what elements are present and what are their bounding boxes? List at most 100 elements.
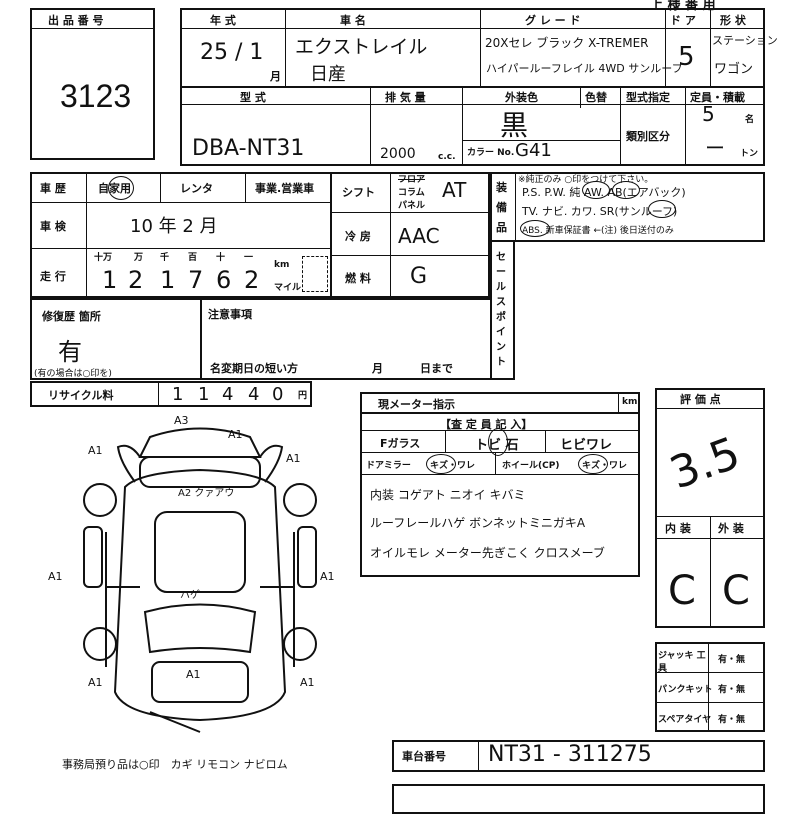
color-value: 黒 [500,109,529,142]
mileage-digit-label-1: 万 [134,253,144,263]
tool-label-spare: スペアタイヤ [658,715,712,725]
chassis-box [392,740,765,772]
equipment-label: 装 備 品 [496,181,507,234]
exterior-grade: C [722,568,750,614]
shift-opt-panel: パネル [398,201,426,211]
displacement-unit: c.c. [438,152,456,162]
body-type-label: 形 状 [720,14,746,27]
equipment-row-3: ABS. 新車保証書 ←(注) 後日送付のみ [522,226,674,236]
diagram-mark-7: ハゲ [180,590,200,601]
notes-label: 注意事項 [208,308,252,321]
meter-label: 現メーター指示 [378,398,455,411]
sales-point-label: セールスポイント [496,252,506,368]
capacity-label: 定員・積載 [690,91,745,104]
diagram-mark-6: A1 [320,570,335,583]
diagram-mark-9: A1 [300,676,315,689]
diagram-mark-2: A1 [286,452,301,465]
equipment-note: ※純正のみ ○印をつけて下さい。 [518,175,654,185]
mileage-digit-label-2: 千 [160,253,170,263]
body-type-value-1: ステーション [712,34,778,47]
model-value: エクストレイル [295,36,428,58]
glass-label: Fガラス [380,437,421,450]
equipment-row-2: TV. ナビ. カワ. SR(サンルーフ) [522,205,678,218]
diagram-mark-8: A1 [88,676,103,689]
repair-label: 修復歴 箇所 [42,310,101,323]
ac-value: AAC [398,224,440,248]
shift-value: AT [442,178,467,202]
doors-value: 5 [678,42,695,72]
year-value: 25 / 1 [200,40,264,65]
mileage-label: 走 行 [40,270,66,283]
name-change-day: 日まで [420,362,453,375]
recycle-box [30,381,312,407]
history-selected-mark [108,176,134,200]
inspector-line-1: 内装 コゲアト ニオイ キバミ [370,488,526,502]
designation-label: 型式指定 [626,91,670,104]
car-diagram [83,427,317,733]
body-type-value-2: ワゴン [714,62,754,77]
tool-value-puncture: 有・無 [718,685,746,695]
grade-value-2: ハイパールーフレイル 4WD サンルーフ [486,62,683,75]
model-label: 車 名 [340,14,366,27]
mileage-digit-0: 1 [102,266,118,294]
history-label: 車 歴 [40,182,66,195]
grade-label: グ レ ー ド [525,14,581,27]
mileage-check-box [302,256,328,292]
inspector-box [360,412,640,577]
diagram-mark-10: A1 [186,668,201,681]
fuel-label: 燃 料 [345,272,371,285]
mileage-unit-km: km [274,260,290,270]
inspector-line-2: ルーフレールハゲ ボンネットミニガキA [370,516,586,530]
diagram-mark-1: A1 [88,444,103,457]
history-opt-business: 事業.営業車 [255,182,315,195]
history-opt-rental: レンタ [180,182,213,195]
recycle-label: リサイクル料 [48,389,114,402]
color-label: 外装色 [505,91,538,104]
name-change-label: 名変期日の短い方 [210,362,298,375]
lot-number: 3123 [60,78,132,114]
mileage-unit-mile: マイル [274,283,302,293]
tool-value-jack: 有・無 [718,655,746,665]
recycle-digit-3: 4 [248,384,260,405]
fuel-value: G [410,264,428,289]
interior-grade: C [668,568,696,614]
color-code-label: カラー No. [467,148,515,158]
mileage-digit-label-5: 一 [244,253,254,263]
name-change-month: 月 [372,362,383,375]
grade-value-1: 20Xセレ ブラック X-TREMER [485,36,649,50]
inspection-label: 車 検 [40,220,66,233]
maker-value: 日産 [310,64,346,85]
lot-box [30,8,155,160]
inspector-line-3: オイルモレ メーター先ぎこく クロスメーブ [370,546,605,560]
capacity-persons-unit: 名 [745,115,755,125]
chassis-label: 車台番号 [402,750,446,763]
mileage-digit-3: 7 [188,266,204,294]
spec-block [330,172,490,298]
mileage-digit-label-4: 十 [216,253,226,263]
repair-note: (有の場合は○印を) [34,369,112,379]
mileage-digit-label-3: 百 [188,253,198,263]
mileage-digit-2: 1 [160,266,176,294]
bottom-box [392,784,765,814]
diagram-footer: 事務局預り品は○印 カギ リモコン ナビロム [62,758,288,771]
type-code-value: DBA-NT31 [192,136,305,161]
chassis-value: NT31 - 311275 [488,742,652,767]
meter-unit: km [622,397,638,407]
shift-label: シフト [342,186,375,199]
tool-label-puncture: パンクキット [658,685,713,695]
diagram-mark-5: A1 [48,570,63,583]
shift-opt-floor: フロア [398,175,426,185]
displacement-label: 排 気 量 [385,91,426,104]
notes-box [200,298,492,380]
exterior-label: 外 装 [718,522,744,535]
inspection-value: 10 年 2 月 [130,216,218,237]
mileage-digit-5: 2 [244,266,260,294]
mirror-label: ドアミラー [366,461,411,471]
year-label: 年 式 [210,14,236,27]
glass-opts-2: ヒビワレ [560,438,613,453]
class-label: 類別区分 [626,130,670,143]
year-month-unit: 月 [270,70,281,83]
ac-label: 冷 房 [345,230,371,243]
color-code-value: G41 [515,140,552,161]
inspector-header: 【査 定 員 記 入】 [440,418,533,431]
